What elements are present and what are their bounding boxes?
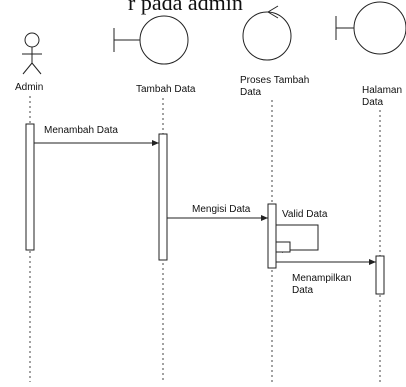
activation-tambah-data	[158, 133, 168, 261]
message-label-menampilkan-line2: Data	[292, 285, 314, 296]
message-label-menampilkan-line1: Menampilkan	[292, 273, 351, 284]
control-proses-tambah-data-icon	[242, 5, 292, 61]
message-label-mengisi-data: Mengisi Data	[192, 204, 251, 215]
lifeline-label-admin: Admin	[15, 82, 43, 93]
message-arrow-valid-data	[276, 224, 319, 251]
boundary-tambah-data-icon	[113, 15, 189, 65]
message-label-menambah-data: Menambah Data	[44, 125, 118, 136]
actor-admin	[22, 32, 42, 75]
arrowhead-icon	[369, 259, 376, 265]
arrowhead-icon	[152, 140, 159, 146]
activation-admin	[25, 123, 35, 251]
header-text-fragment: r pada admin	[128, 0, 243, 15]
lifeline-label-tambah-data: Tambah Data	[136, 84, 196, 95]
lifeline-label-proses-line1: Proses Tambah	[240, 75, 309, 86]
boundary-halaman-data-icon	[335, 1, 406, 55]
actor-head-icon	[24, 32, 40, 48]
actor-right-leg	[31, 62, 42, 75]
lifeline-label-halaman-line1: Halaman	[362, 85, 402, 96]
actor-left-leg	[22, 62, 33, 75]
lifeline-label-proses-line2: Data	[240, 87, 262, 98]
self-activation-valid-data	[275, 241, 291, 253]
lifeline-label-halaman-line2: Data	[362, 97, 384, 108]
message-label-valid-data: Valid Data	[282, 209, 328, 220]
activation-halaman-data	[375, 255, 385, 295]
activation-proses-tambah-data	[267, 203, 277, 269]
arrowhead-icon	[261, 215, 268, 221]
